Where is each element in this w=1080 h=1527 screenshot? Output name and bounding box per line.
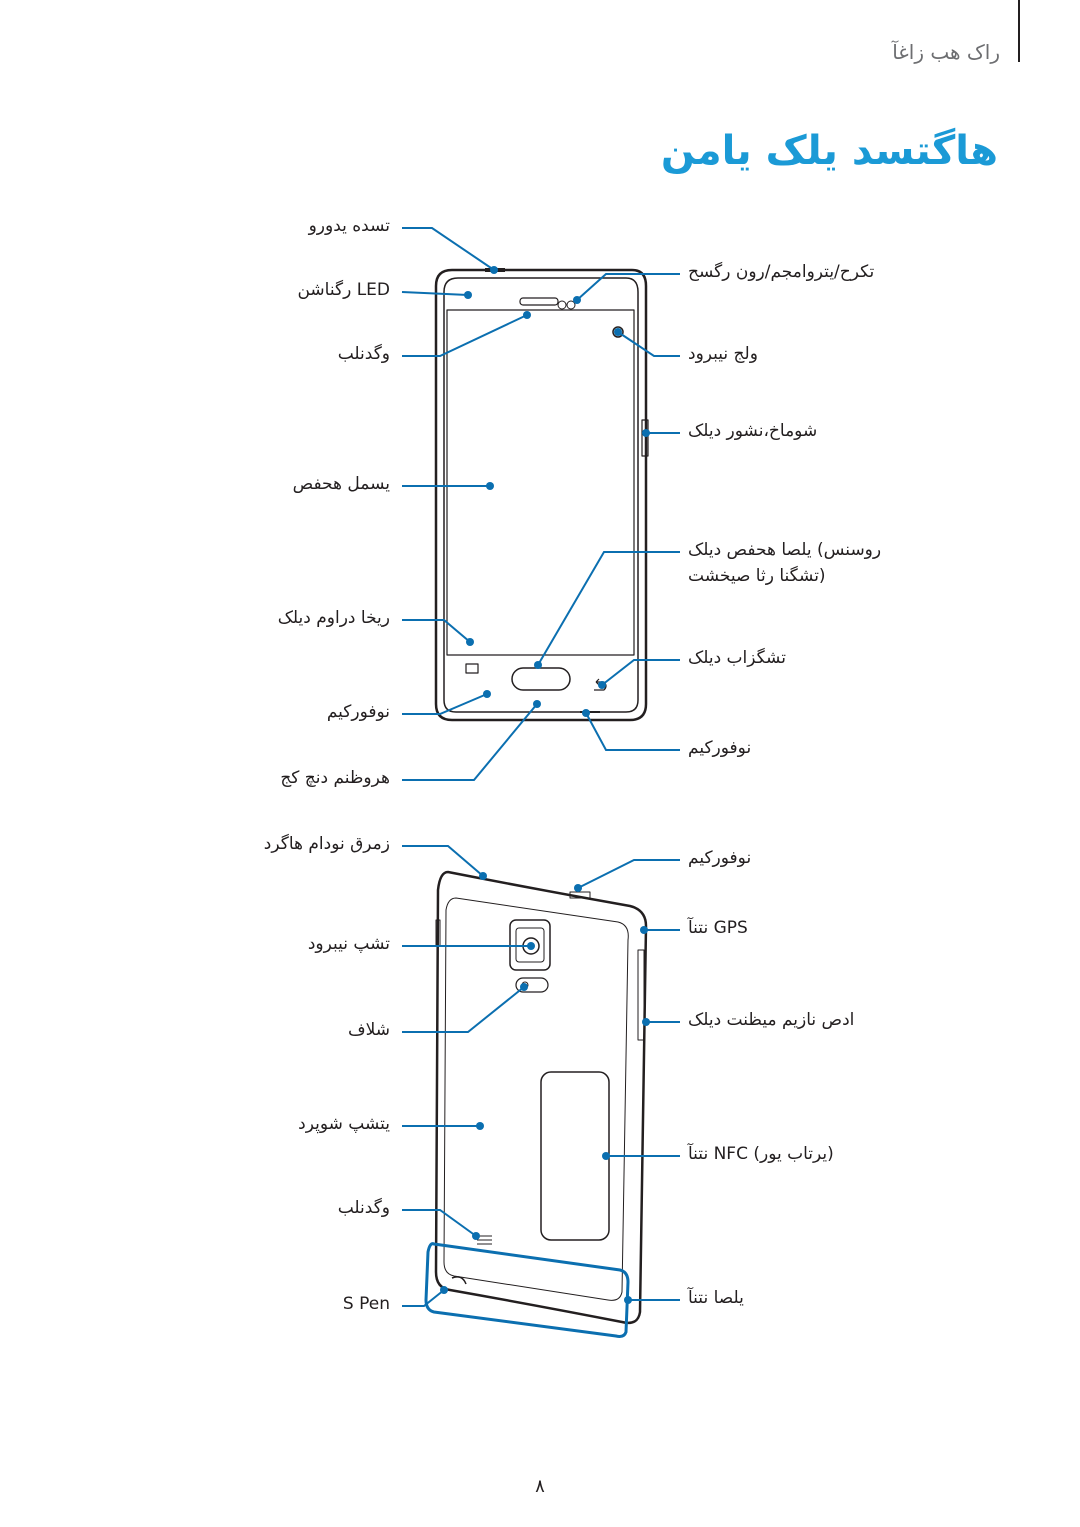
label-nfc-antenna: (یرتاب یور) NFC نتنآ: [688, 1144, 834, 1164]
label-speaker-front: وگدنلب: [337, 344, 390, 364]
main-antenna-outline: [424, 1242, 630, 1338]
page-number: ۸: [535, 1476, 545, 1497]
label-ir-led: زمرق نودام هاگرد: [263, 834, 390, 854]
label-touchscreen: یسمل هحفص: [292, 474, 390, 494]
label-front-camera: ولج نیبرود: [688, 344, 758, 364]
label-spen: S Pen: [342, 1294, 390, 1314]
leader-lines: [401, 227, 680, 1307]
leader-dots: [440, 266, 650, 1304]
label-led: LED رگناشن: [297, 280, 390, 300]
label-home-key-line2: (تشگنا رثا صیخشت: [688, 566, 826, 586]
label-mic-bottom-right: نوفورکیم: [688, 738, 752, 758]
back-phone-illustration: [434, 870, 648, 1325]
label-sensor: تکرح/یتروامجم/رون رگسح: [688, 262, 875, 282]
label-gps-antenna: GPS نتنآ: [688, 918, 748, 938]
label-power-key: تسده یدورو: [308, 216, 390, 236]
label-recent-apps: ریخا دراوم دیلک: [277, 608, 390, 628]
label-flash: شلاف: [347, 1020, 390, 1040]
label-back-cover: یتشپ شوپرد: [298, 1114, 390, 1134]
section-header: راک هب زاغآ: [892, 40, 1000, 64]
label-mic-top: نوفورکیم: [688, 848, 752, 868]
label-volume-key: ادص نازیم میظنت دیلک: [688, 1010, 855, 1030]
header-rule: [1018, 0, 1020, 62]
label-mic-bottom-left: نوفورکیم: [326, 702, 390, 722]
label-multipurpose-jack: هروظنم دنچ کج: [280, 768, 390, 788]
page-title: هاگتسد یلک یامن: [660, 128, 998, 174]
label-main-antenna: یلصا نتنآ: [688, 1288, 744, 1308]
label-home-key-line1: روسنس) یلصا هحفص دیلک: [688, 540, 882, 560]
front-phone-illustration: [434, 268, 649, 722]
label-rear-camera: تشپ نیبرود: [307, 934, 390, 954]
label-speaker-back: وگدنلب: [337, 1198, 390, 1218]
label-power-key-right: شوماخ،نشور دیلک: [688, 421, 818, 441]
label-back-key: تشگزاب دیلک: [688, 648, 786, 668]
